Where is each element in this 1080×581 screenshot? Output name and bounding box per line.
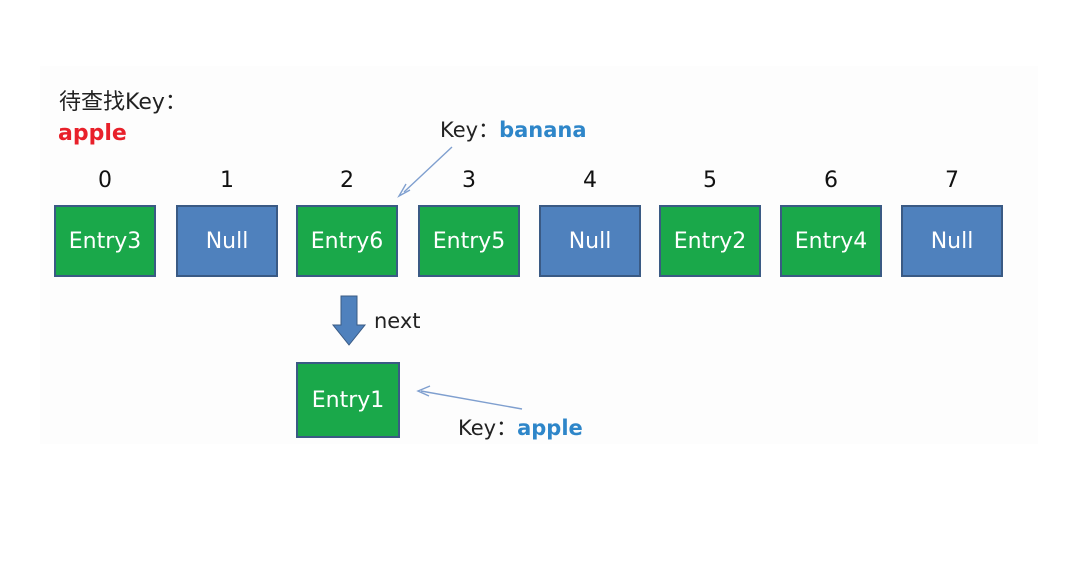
banana-pointer-line <box>403 146 453 193</box>
bucket-cell-5: Entry2 <box>659 205 761 277</box>
bucket-cell-3: Entry5 <box>418 205 520 277</box>
apple-pointer-head <box>416 385 431 397</box>
bucket-cell-4: Null <box>539 205 641 277</box>
banana-pointer-head <box>397 183 411 198</box>
key-banana-annotation: Key：banana <box>440 114 587 144</box>
bucket-cell-6: Entry4 <box>780 205 882 277</box>
next-label: next <box>374 309 421 333</box>
key-apple-value: apple <box>517 416 583 440</box>
bucket-index-6: 6 <box>824 168 838 193</box>
bucket-index-5: 5 <box>703 168 717 193</box>
bucket-cell-1: Null <box>176 205 278 277</box>
chain-entry-box: Entry1 <box>296 362 400 438</box>
bucket-index-2: 2 <box>340 168 354 193</box>
bucket-index-4: 4 <box>583 168 597 193</box>
key-banana-prefix: Key： <box>440 118 500 142</box>
search-key-caption: 待查找Key： <box>59 90 187 115</box>
search-key-value: apple <box>58 121 127 146</box>
bucket-index-1: 1 <box>220 168 234 193</box>
bucket-cell-2: Entry6 <box>296 205 398 277</box>
bucket-cell-7: Null <box>901 205 1003 277</box>
next-down-arrow <box>331 295 367 346</box>
bucket-index-3: 3 <box>462 168 476 193</box>
bucket-index-0: 0 <box>98 168 112 193</box>
key-apple-annotation: Key：apple <box>458 412 583 442</box>
bucket-cell-0: Entry3 <box>54 205 156 277</box>
bucket-index-7: 7 <box>945 168 959 193</box>
apple-pointer-line <box>420 390 523 410</box>
key-banana-value: banana <box>499 118 587 142</box>
key-apple-prefix: Key： <box>458 416 518 440</box>
